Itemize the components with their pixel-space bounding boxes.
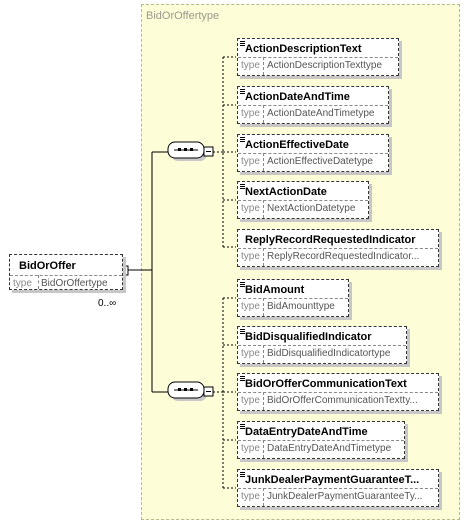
element-name: BidDisqualifiedIndicator <box>245 331 372 343</box>
type-value: ActionEffectiveDatetype <box>267 156 373 167</box>
root-type-value: BidOrOffertype <box>41 278 108 289</box>
element-name: JunkDealerPaymentGuaranteeT... <box>245 474 420 486</box>
type-label: type <box>241 395 260 406</box>
attributes-icon <box>240 184 245 189</box>
element-box-junk-dealer-payment-guarantee[interactable]: JunkDealerPaymentGuaranteeT... type Junk… <box>237 469 439 507</box>
type-value: BidDisqualifiedIndicatortype <box>267 348 391 359</box>
element-box-bid-disqualified-indicator[interactable]: BidDisqualifiedIndicator type BidDisqual… <box>237 326 407 364</box>
type-value: BidOrOfferCommunicationTextty... <box>267 395 418 406</box>
type-label: type <box>241 60 260 71</box>
type-label: type <box>241 251 260 262</box>
element-name: NextActionDate <box>245 186 327 198</box>
type-value: BidAmounttype <box>267 301 335 312</box>
element-box-next-action-date[interactable]: NextActionDate type NextActionDatetype <box>237 181 369 219</box>
element-box-bid-or-offer-communication-text[interactable]: BidOrOfferCommunicationText type BidOrOf… <box>237 373 439 411</box>
sequence-compositor-1 <box>167 141 214 161</box>
element-name: DataEntryDateAndTime <box>245 426 368 438</box>
root-element-box[interactable]: BidOrOffer type BidOrOffertype <box>9 254 123 290</box>
type-label: type <box>241 348 260 359</box>
attributes-icon <box>240 89 245 94</box>
type-value: JunkDealerPaymentGuaranteeTy... <box>267 491 423 502</box>
root-type-label: type <box>13 278 32 289</box>
root-occurrence: 0..∞ <box>98 298 117 309</box>
attributes-icon <box>240 41 245 46</box>
element-name: ActionEffectiveDate <box>245 139 349 151</box>
root-element-name: BidOrOffer <box>19 260 76 272</box>
element-box-bid-amount[interactable]: BidAmount type BidAmounttype <box>237 279 349 317</box>
attributes-icon <box>240 282 245 287</box>
type-value: DataEntryDateAndTimetype <box>267 443 392 454</box>
attributes-icon <box>240 424 245 429</box>
type-label: type <box>241 443 260 454</box>
attributes-icon <box>240 329 245 334</box>
element-name: ActionDateAndTime <box>245 91 350 103</box>
type-label: type <box>241 301 260 312</box>
element-box-action-description-text[interactable]: ActionDescriptionText type ActionDescrip… <box>237 38 399 76</box>
type-label: type <box>241 156 260 167</box>
type-label: type <box>241 203 260 214</box>
type-value: ActionDateAndTimetype <box>267 108 375 119</box>
element-box-data-entry-date-and-time[interactable]: DataEntryDateAndTime type DataEntryDateA… <box>237 421 405 459</box>
type-label: type <box>241 108 260 119</box>
complex-type-title: BidOrOffertype <box>146 10 220 22</box>
element-name: ReplyRecordRequestedIndicator <box>245 234 416 246</box>
element-name: ActionDescriptionText <box>245 43 362 55</box>
type-value: ActionDescriptionTexttype <box>267 60 383 71</box>
type-label: type <box>241 491 260 502</box>
element-name: BidAmount <box>245 284 305 296</box>
attributes-icon <box>240 137 245 142</box>
element-box-reply-record-requested-indicator[interactable]: ReplyRecordRequestedIndicator type Reply… <box>237 229 439 267</box>
type-value: ReplyRecordRequestedIndicator... <box>267 251 420 262</box>
type-value: NextActionDatetype <box>267 203 356 214</box>
element-box-action-effective-date[interactable]: ActionEffectiveDate type ActionEffective… <box>237 134 389 172</box>
element-name: BidOrOfferCommunicationText <box>245 378 407 390</box>
attributes-icon <box>240 376 245 381</box>
element-box-action-date-and-time[interactable]: ActionDateAndTime type ActionDateAndTime… <box>237 86 389 124</box>
sequence-compositor-2 <box>167 381 214 401</box>
attributes-icon <box>240 472 245 477</box>
